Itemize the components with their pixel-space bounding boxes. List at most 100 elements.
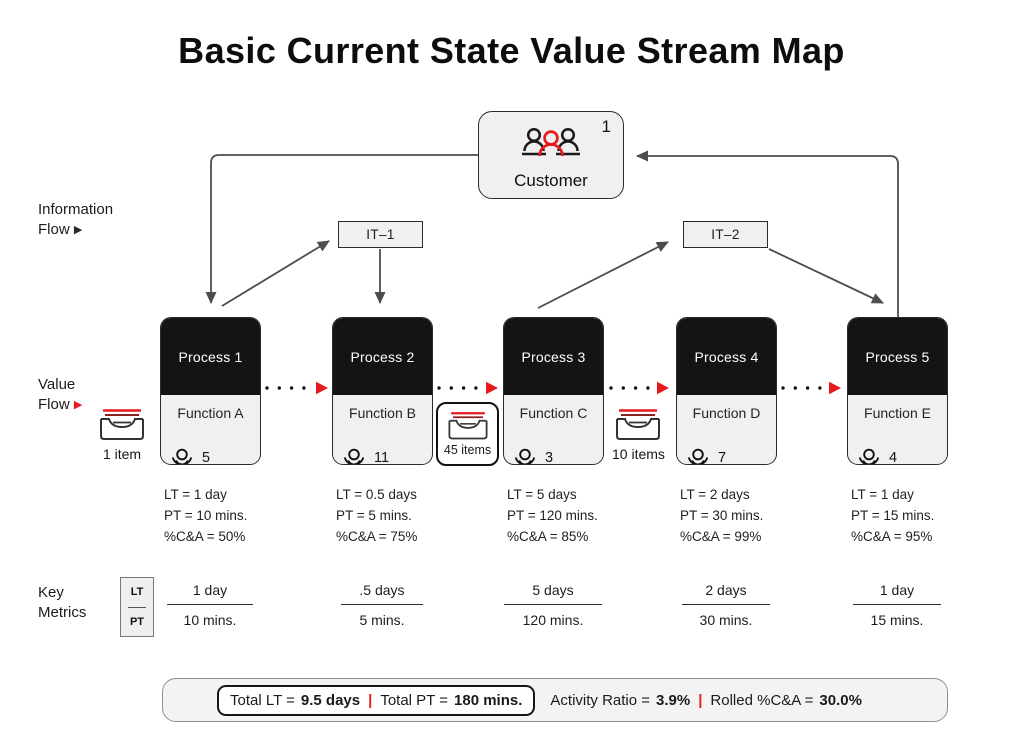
timeline-divider [167, 604, 253, 605]
staff-count: 7 [718, 449, 727, 465]
information-flow-label: Information Flow ▶ [38, 201, 114, 238]
timeline-pt: 30 mins. [699, 612, 753, 628]
process-metrics-2: LT = 0.5 days PT = 5 mins. %C&A = 75% [336, 484, 417, 547]
rolled-ca-label: Rolled %C&A = [710, 691, 814, 709]
process-metrics-3: LT = 5 days PT = 120 mins. %C&A = 85% [507, 484, 598, 547]
ca-value: %C&A = 95% [851, 529, 933, 544]
total-pt-value: 180 mins. [454, 691, 523, 709]
pt-value: PT = 5 mins. [336, 508, 412, 523]
value-flow-label: Value Flow ▶ [38, 376, 83, 413]
value-flow-connector-p1-p2 [265, 381, 328, 395]
operator-icon [171, 448, 193, 464]
process-name: Process 3 [504, 318, 603, 395]
process-name: Process 5 [848, 318, 947, 395]
timeline-entry-5: 1 day 15 mins. [853, 582, 941, 628]
process-box-5: Process 5 Function E 4 [847, 317, 948, 465]
function-name: Function A [177, 405, 244, 421]
timeline-legend-lt: LT [130, 586, 144, 599]
process-name: Process 2 [333, 318, 432, 395]
staff-count: 4 [889, 449, 898, 465]
timeline-divider [504, 604, 602, 605]
summary-separator: | [698, 691, 703, 709]
process-box-3: Process 3 Function C 3 [503, 317, 604, 465]
rolled-ca-value: 30.0% [819, 691, 862, 709]
operator-icon [343, 448, 365, 464]
inventory-icon [100, 409, 144, 440]
total-lt-value: 9.5 days [300, 691, 361, 709]
key-metrics-label: Key Metrics [38, 584, 87, 621]
operator-icon [858, 448, 880, 464]
summary-ratios: Activity Ratio = 3.9% | Rolled %C&A = 30… [550, 692, 862, 709]
value-flow-connector-p3-p4 [609, 381, 669, 395]
process-metrics-5: LT = 1 day PT = 15 mins. %C&A = 95% [851, 484, 934, 547]
info-arrow-p1-to-it1 [221, 240, 330, 307]
process-box-2: Process 2 Function B 11 [332, 317, 433, 465]
timeline-pt: 15 mins. [870, 612, 924, 628]
inventory-item-1: 1 item [97, 408, 147, 462]
info-arrow-customer-to-p1 [205, 154, 478, 304]
process-box-1: Process 1 Function A 5 [160, 317, 261, 465]
ca-value: %C&A = 99% [680, 529, 762, 544]
lt-value: LT = 2 days [680, 487, 750, 502]
info-arrow-it2-to-p5 [768, 248, 884, 304]
information-flow-arrow-icon: ▶ [73, 224, 83, 236]
total-lt-label: Total LT = [230, 691, 295, 709]
timeline-legend: LT PT [120, 577, 154, 637]
timeline-lt: 1 day [192, 582, 228, 598]
timeline-lt: .5 days [359, 582, 405, 598]
inventory-icon [448, 412, 487, 440]
staff-count: 5 [202, 449, 211, 465]
inventory-item-2: 45 items [436, 402, 499, 466]
operator-icon [687, 448, 709, 464]
timeline-entry-3: 5 days 120 mins. [504, 582, 602, 628]
total-pt-label: Total PT = [380, 691, 449, 709]
inventory-count: 1 item [102, 446, 142, 462]
pt-value: PT = 15 mins. [851, 508, 935, 523]
customer-label: Customer [514, 171, 588, 190]
timeline-pt: 10 mins. [183, 612, 237, 628]
value-flow-arrow-icon: ▶ [73, 399, 83, 411]
it-system-box-1: IT–1 [338, 221, 423, 248]
activity-ratio-label: Activity Ratio = [550, 691, 651, 709]
timeline-lt: 5 days [532, 582, 574, 598]
value-flow-connector-p4-p5 [781, 381, 841, 395]
function-name: Function B [349, 405, 416, 421]
ca-value: %C&A = 85% [507, 529, 589, 544]
timeline-legend-pt: PT [129, 615, 145, 628]
process-box-4: Process 4 Function D 7 [676, 317, 777, 465]
process-name: Process 1 [161, 318, 260, 395]
timeline-divider [853, 604, 941, 605]
timeline-lt: 2 days [705, 582, 747, 598]
process-metrics-1: LT = 1 day PT = 10 mins. %C&A = 50% [164, 484, 247, 547]
staff-count: 3 [545, 449, 554, 465]
function-name: Function C [519, 405, 588, 421]
inventory-item-3: 10 items [612, 408, 665, 462]
lt-value: LT = 5 days [507, 487, 577, 502]
timeline-pt: 120 mins. [522, 612, 584, 628]
activity-ratio-value: 3.9% [656, 691, 691, 709]
it-system-box-2: IT–2 [683, 221, 768, 248]
timeline-pt: 5 mins. [359, 612, 405, 628]
lt-value: LT = 0.5 days [336, 487, 417, 502]
timeline-divider [682, 604, 770, 605]
timeline-entry-1: 1 day 10 mins. [167, 582, 253, 628]
pt-value: PT = 10 mins. [164, 508, 248, 523]
process-metrics-4: LT = 2 days PT = 30 mins. %C&A = 99% [680, 484, 763, 547]
customer-count: 1 [601, 117, 611, 136]
page-title: Basic Current State Value Stream Map [178, 30, 845, 71]
pt-value: PT = 30 mins. [680, 508, 764, 523]
customer-people-icon [522, 127, 580, 157]
function-name: Function D [692, 405, 761, 421]
timeline-entry-4: 2 days 30 mins. [682, 582, 770, 628]
info-arrow-p5-to-customer [636, 150, 899, 317]
operator-icon [514, 448, 536, 464]
info-arrow-p3-to-it2 [537, 241, 669, 309]
timeline-lt: 1 day [879, 582, 915, 598]
value-flow-connector-p2-p3 [437, 381, 498, 395]
customer-box: 1 Customer [478, 111, 624, 199]
timeline-divider [341, 604, 423, 605]
timeline-legend-divider [128, 606, 146, 608]
ca-value: %C&A = 75% [336, 529, 418, 544]
